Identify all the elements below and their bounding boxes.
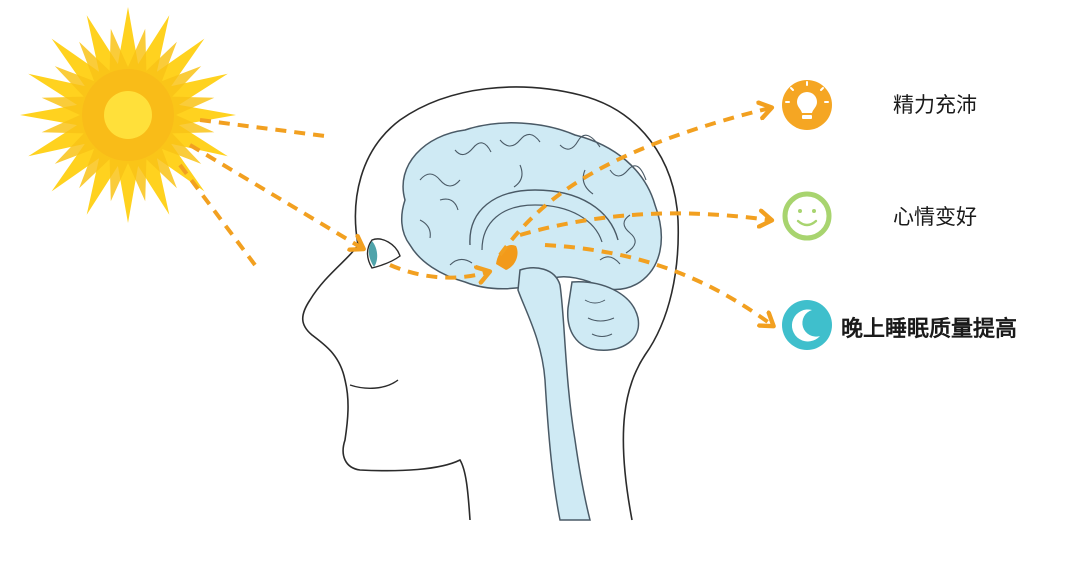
- benefit-label-sleep: 晚上睡眠质量提高: [841, 317, 1018, 342]
- brain: [400, 122, 663, 521]
- sun-ray-arrow: [188, 143, 362, 248]
- energy-arrow: [498, 108, 770, 257]
- light-arrows: [178, 108, 772, 325]
- smile-icon: [782, 191, 832, 241]
- sun-ray-arrow: [199, 118, 326, 138]
- moon-icon: [782, 300, 832, 350]
- benefit-label-energy: 精力充沛: [893, 93, 977, 117]
- eye-to-brain-arrow: [389, 263, 488, 278]
- mouth-line: [349, 379, 399, 389]
- mood-arrow: [519, 213, 770, 237]
- benefit-label-mood: 心情变好: [893, 205, 977, 229]
- sun-ray-arrow: [178, 163, 257, 267]
- sleep-arrow: [544, 243, 772, 325]
- eye-icon: [366, 238, 401, 269]
- sun-icon: [20, 7, 236, 223]
- lightbulb-icon: [782, 80, 832, 130]
